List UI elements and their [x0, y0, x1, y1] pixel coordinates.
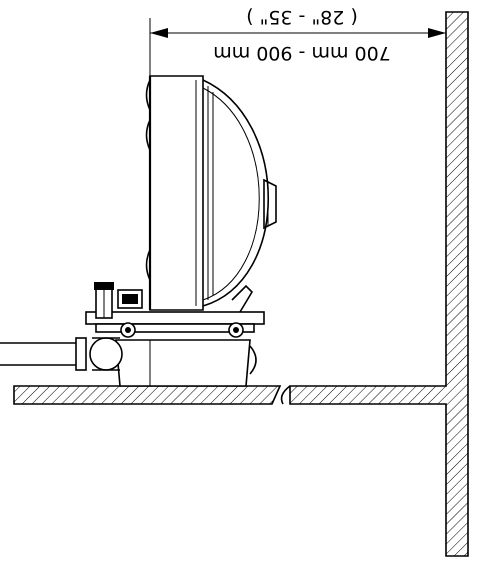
gas-pipe [0, 337, 123, 371]
dimension-line [149, 18, 446, 80]
heater-base [85, 282, 265, 387]
wall-section [289, 11, 469, 557]
heater-unit [145, 75, 277, 313]
dimension-imperial-label: ( 28" - 35" ) [246, 6, 358, 28]
dimension-metric-label: 700 mm - 900 mm [213, 42, 391, 64]
floor-section [13, 385, 291, 405]
